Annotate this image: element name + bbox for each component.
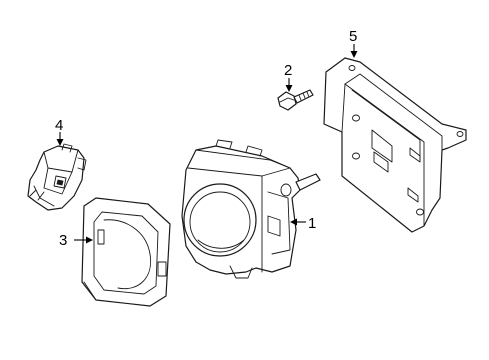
part-1-sensor-module bbox=[181, 139, 321, 279]
callout-2: 2 bbox=[284, 62, 292, 79]
part-5-mounting-bracket bbox=[323, 57, 467, 233]
part-2-bolt bbox=[277, 89, 314, 111]
callout-5: 5 bbox=[349, 28, 357, 45]
callout-4: 4 bbox=[55, 117, 63, 134]
leader-1 bbox=[290, 218, 306, 226]
leader-2 bbox=[285, 78, 293, 92]
callout-1: 1 bbox=[308, 215, 316, 232]
leader-3 bbox=[74, 236, 93, 244]
leader-5 bbox=[350, 44, 358, 58]
leader-4 bbox=[56, 132, 64, 146]
part-4-connector bbox=[27, 143, 87, 211]
callout-3: 3 bbox=[59, 232, 67, 249]
part-3-bezel bbox=[81, 197, 171, 307]
